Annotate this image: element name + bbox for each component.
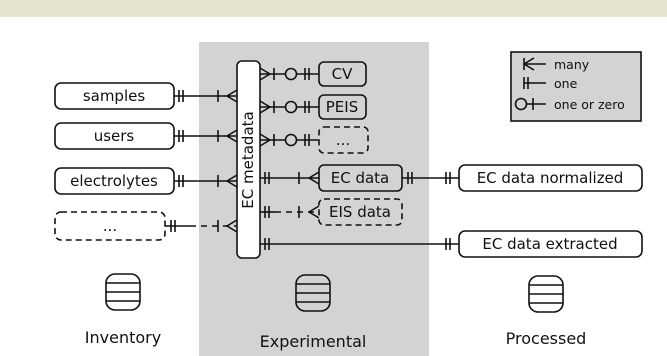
one-marker-icon	[445, 238, 451, 250]
one-marker-icon	[264, 238, 270, 250]
entity-users	[54, 122, 175, 150]
relation-samples-ec-metadata	[174, 89, 238, 103]
relation-ec-metadata-ec-data-extracted	[260, 238, 459, 250]
electrolytes-label: electrolytes	[70, 172, 158, 190]
entity-ec-data	[318, 164, 403, 192]
entity-unknown-experimental	[318, 126, 369, 154]
legend-one-label: one	[554, 76, 578, 91]
relation-unknown-inventory-ec-metadata	[165, 219, 238, 233]
one-or-zero-marker-icon	[284, 100, 298, 114]
database-icon	[528, 275, 564, 313]
entity-unknown-inventory	[54, 211, 166, 241]
database-icon	[295, 274, 331, 312]
legend-one-or-zero-marker-icon	[514, 97, 546, 111]
section-experimental-label: Experimental	[260, 332, 367, 351]
ec-data-label: EC data	[331, 169, 390, 187]
samples-label: samples	[83, 87, 146, 105]
entity-eis-data	[318, 198, 403, 226]
one-marker-icon	[445, 172, 451, 184]
unknown-experimental-label: ...	[336, 131, 350, 149]
one-marker-icon	[170, 220, 176, 232]
ec-metadata-label: EC metadata	[239, 111, 257, 208]
section-inventory-label: Inventory	[85, 328, 161, 347]
crows-foot-many-icon	[226, 129, 238, 143]
one-or-zero-marker-icon	[284, 67, 298, 81]
relation-ec-metadata-unknown-experimental	[259, 133, 319, 147]
one-marker-icon	[304, 134, 310, 146]
one-marker-icon	[304, 101, 310, 113]
database-icon	[105, 273, 141, 311]
relation-ec-metadata-eis-data	[260, 205, 320, 219]
legend-one-marker-icon	[523, 77, 546, 89]
one-marker-icon	[178, 175, 184, 187]
relation-electrolytes-ec-metadata	[174, 174, 238, 188]
one-marker-icon	[264, 172, 270, 184]
legend-crows-foot-many-icon	[523, 57, 546, 71]
entity-samples	[54, 82, 175, 110]
relation-users-ec-metadata	[174, 129, 238, 143]
eis-data-label: EIS data	[329, 203, 391, 221]
crows-foot-many-icon	[259, 133, 271, 147]
relation-ec-metadata-cv	[259, 67, 319, 81]
users-label: users	[94, 127, 135, 145]
crows-foot-many-icon	[226, 219, 238, 233]
entity-electrolytes	[54, 167, 175, 195]
ec-data-extracted-label: EC data extracted	[482, 235, 617, 253]
crows-foot-many-icon	[259, 100, 271, 114]
relation-ec-metadata-ec-data	[260, 171, 320, 185]
peis-label: PEIS	[326, 98, 358, 116]
crows-foot-many-icon	[226, 174, 238, 188]
one-marker-icon	[264, 206, 270, 218]
entity-cv	[318, 61, 367, 87]
one-marker-icon	[178, 130, 184, 142]
one-marker-icon	[407, 172, 413, 184]
entity-ec-metadata	[236, 60, 261, 259]
crows-foot-many-icon	[259, 67, 271, 81]
entity-ec-data-normalized	[458, 164, 643, 192]
ec-data-normalized-label: EC data normalized	[477, 169, 624, 187]
legend-one-or-zero-label: one or zero	[554, 97, 625, 112]
unknown-inventory-label: ...	[103, 217, 117, 235]
crows-foot-many-icon	[226, 89, 238, 103]
one-marker-icon	[178, 90, 184, 102]
entity-peis	[318, 94, 367, 120]
relation-ec-data-ec-data-normalized	[402, 172, 459, 184]
legend-many-label: many	[554, 57, 590, 72]
top-accent-bar	[0, 0, 667, 17]
entity-ec-data-extracted	[458, 230, 643, 258]
crows-foot-many-icon	[308, 205, 320, 219]
crows-foot-many-icon	[308, 171, 320, 185]
section-processed-label: Processed	[506, 329, 587, 348]
relation-ec-metadata-peis	[259, 100, 319, 114]
cv-label: CV	[332, 65, 353, 83]
one-or-zero-marker-icon	[284, 133, 298, 147]
one-marker-icon	[304, 68, 310, 80]
